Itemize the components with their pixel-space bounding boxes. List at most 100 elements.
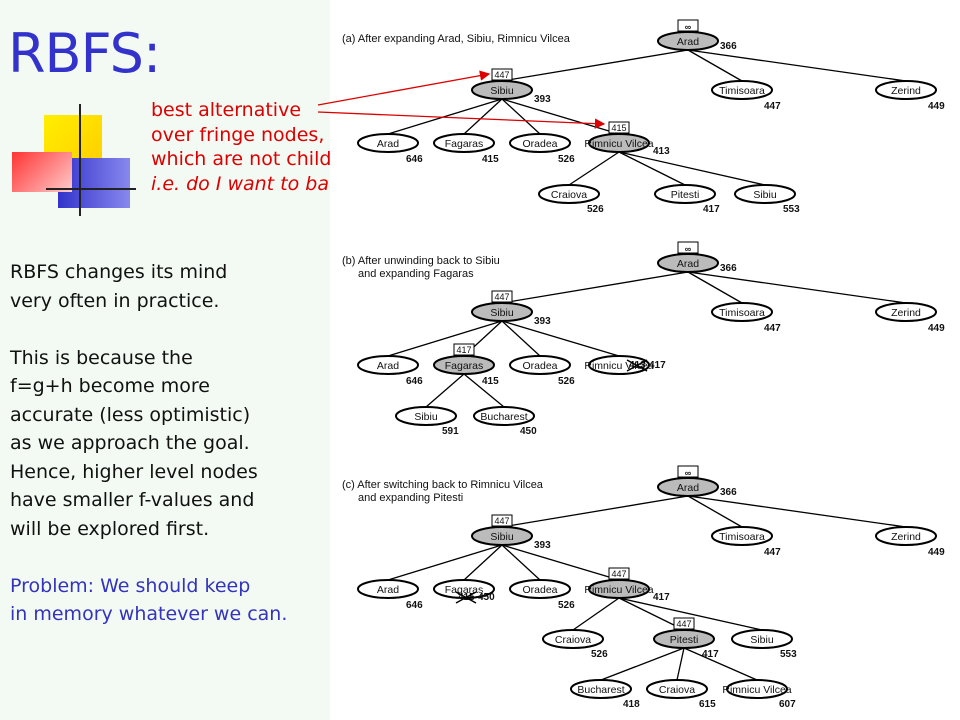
tree-node-f-value: 366: [720, 487, 737, 498]
callout-line: best alternative: [151, 99, 302, 121]
tree-node-label: Craiova: [551, 189, 587, 201]
tree-node-f-value: 366: [720, 41, 737, 52]
tree-node: [734, 184, 796, 204]
tree-node-label: Arad: [677, 482, 699, 494]
callout-line: over fringe nodes,: [151, 123, 325, 146]
tree-node-f-value: 417: [703, 204, 720, 215]
tree-node-bound-box: [491, 68, 513, 81]
tree-node-f-value: 450: [478, 592, 495, 603]
tree-node-label: Oradea: [522, 138, 557, 150]
tree-node-label: Oradea: [522, 360, 557, 372]
tree-node-f-value: 393: [534, 540, 551, 551]
tree-node-bound-box: [453, 343, 475, 356]
tree-edge: [501, 49, 689, 82]
tree-node-f-value: 415: [482, 376, 499, 387]
strike-mark: [626, 359, 648, 372]
tree-edge: [618, 151, 686, 186]
tree-node: [726, 679, 788, 699]
tree-node-f-value: 415: [482, 154, 499, 165]
tree-node-label: Zerind: [891, 531, 921, 543]
tree-edge: [568, 151, 620, 186]
rbfs-tree-diagrams: (a) After expanding Arad, Sibiu, Rimnicu…: [342, 19, 945, 710]
tree-node: [357, 133, 419, 153]
tree-node-label: Rimnicu Vilcea: [722, 684, 791, 696]
tree-edge: [501, 271, 689, 304]
tree-edge: [463, 544, 503, 581]
tree-edge: [687, 271, 907, 304]
tree-node-bound-value: 447: [676, 619, 691, 629]
decor-red-square: [12, 152, 72, 192]
tree-edge: [501, 495, 689, 528]
tree-node-f-value: 417: [649, 360, 666, 371]
tree-node-bound-box: [608, 567, 630, 580]
decor-horizontal-line: [46, 188, 136, 190]
tree-node-label: Sibiu: [414, 411, 438, 423]
tree-node: [509, 133, 571, 153]
tree-edge: [600, 647, 685, 681]
callout-text: best alternative over fringe nodes, whic…: [151, 98, 391, 196]
body-line: This is because the: [10, 346, 193, 369]
tree-node: [542, 629, 604, 649]
tree-node-bound-box: [608, 121, 630, 134]
callout-arrow-to-rimnicu: [317, 111, 606, 129]
body-line: Hence, higher level nodes: [10, 460, 258, 483]
tree-node: [509, 355, 571, 375]
body-line: accurate (less optimistic): [10, 403, 251, 426]
tree-node: [395, 406, 457, 426]
tree-node-bound-box: [491, 514, 513, 527]
tree-node-label: Bucharest: [480, 411, 527, 423]
tree-node-label: Sibiu: [490, 85, 514, 97]
body-line: RBFS changes its mind: [10, 261, 228, 283]
callout-arrow-to-sibiu: [317, 70, 491, 106]
tree-edge: [463, 98, 503, 135]
body-line-problem: Problem: We should keep: [10, 574, 251, 597]
tree-node-bound-value: 447: [494, 292, 509, 302]
body-line-problem: in memory whatever we can.: [10, 603, 288, 625]
tree-node-f-value: 526: [587, 204, 604, 215]
tree-edge: [687, 49, 907, 82]
tree-node-bound-value: 447: [494, 516, 509, 526]
callout-line: which are not children:: [151, 148, 369, 170]
tree-node-bound-value: ∞: [685, 22, 692, 32]
body-text: RBFS changes its mind very often in prac…: [10, 258, 287, 629]
tree-node-f-value: 553: [780, 649, 797, 660]
tree-node: [711, 526, 773, 546]
tree-node-label: Rimnicu Vilcea: [584, 138, 653, 150]
tree-edge: [687, 271, 743, 304]
tree-node-label: Timisoara: [719, 531, 765, 543]
tree-node-f-value: 591: [442, 426, 459, 437]
body-line: f=g+h become more: [10, 375, 210, 397]
tree-node-f-value: 447: [764, 101, 781, 112]
tree-edge: [501, 320, 541, 357]
tree-edge: [676, 647, 685, 681]
tree-edge: [387, 544, 503, 581]
body-line: have smaller f-values and: [10, 489, 255, 511]
tree-node: [570, 679, 632, 699]
tree-node-f-value: 418: [623, 699, 640, 710]
tree-node: [711, 80, 773, 100]
tree-node-label: Craiova: [555, 634, 591, 646]
tree-edge: [618, 597, 685, 631]
tree-node-f-value: 526: [558, 154, 575, 165]
tree-node-label: Timisoara: [719, 307, 765, 319]
diagram-caption: (a) After expanding Arad, Sibiu, Rimnicu…: [342, 33, 571, 45]
tree-node-f-value: 553: [783, 204, 800, 215]
tree-node-f-value: 607: [779, 699, 796, 710]
tree-edge: [687, 495, 743, 528]
tree-node-f-value: 449: [928, 101, 945, 112]
tree-node-f-value: 646: [406, 376, 423, 387]
diagram-caption: (c) After switching back to Rimnicu Vilc…: [342, 479, 544, 491]
tree-node: [509, 579, 571, 599]
tree-edge: [687, 495, 907, 528]
tree-node-label: Arad: [377, 138, 399, 150]
tree-node-bound-box: [677, 241, 699, 254]
tree-node-bound-box: [491, 290, 513, 303]
tree-node-f-value: 447: [764, 323, 781, 334]
tree-node-bound-box: [677, 19, 699, 32]
tree-node: [538, 184, 600, 204]
tree-node: [875, 80, 937, 100]
tree-node-bound-value: ∞: [685, 468, 692, 478]
tree-node-label: Arad: [677, 36, 699, 48]
tree-node-f-value: 393: [534, 94, 551, 105]
tree-edge: [683, 647, 758, 681]
